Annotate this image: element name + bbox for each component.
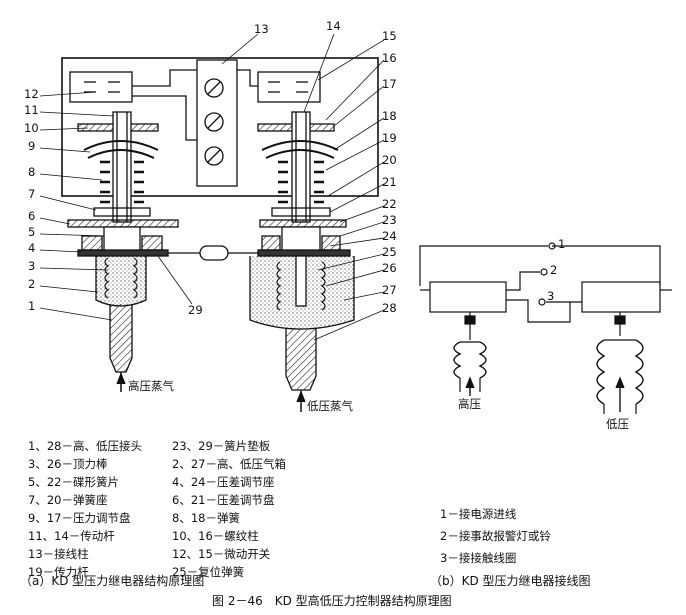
callout-15: 15 <box>382 29 397 43</box>
callout-29: 29 <box>188 303 203 317</box>
callout-18: 18 <box>382 109 397 123</box>
housing-top <box>61 57 379 197</box>
callout-24: 24 <box>382 229 397 243</box>
wiring-diagram <box>419 242 672 414</box>
wiring-switch-right <box>581 281 661 313</box>
legend-a-item: 2、27－高、低压气箱 <box>172 457 286 471</box>
legend-a-item: 11、14－传动杆 <box>28 529 115 543</box>
micro-switch-left <box>69 71 133 103</box>
callout-7: 7 <box>28 187 36 201</box>
callout-1: 1 <box>28 299 36 313</box>
legend-a-item: 5、22－碟形簧片 <box>28 475 119 489</box>
callout-16: 16 <box>382 51 397 65</box>
callout-8: 8 <box>28 165 36 179</box>
callout-12: 12 <box>24 87 39 101</box>
legend-b-item: 3－接接触线圈 <box>440 551 517 565</box>
legend-a-item: 12、15－微动开关 <box>172 547 271 561</box>
legend-a-item: 13－接线柱 <box>28 547 89 561</box>
callout-9: 9 <box>28 139 36 153</box>
legend-a-item: 7、20－弹簧座 <box>28 493 108 507</box>
terminal-block <box>196 59 238 187</box>
callout-5: 5 <box>28 225 36 239</box>
figure-title: 图 2－46 KD 型高低压力控制器结构原理图 <box>212 594 452 608</box>
structure-diagram <box>39 33 385 412</box>
terminal-3-label: 3 <box>547 289 555 303</box>
callout-11: 11 <box>24 103 39 117</box>
callout-19: 19 <box>382 131 397 145</box>
label-low-pressure-steam: 低压蒸气 <box>307 399 353 413</box>
callout-27: 27 <box>382 283 397 297</box>
micro-switch-right <box>257 71 321 103</box>
callout-2: 2 <box>28 277 36 291</box>
callout-13: 13 <box>254 22 269 36</box>
callout-3: 3 <box>28 259 36 273</box>
caption-b: （b）KD 型压力继电器接线图 <box>430 574 591 588</box>
callout-4: 4 <box>28 241 36 255</box>
legend-a-item: 19－传力杆 <box>28 565 89 579</box>
callout-22: 22 <box>382 197 397 211</box>
legend-a-item: 1、28－高、低压接头 <box>28 439 142 453</box>
legend-a-item: 25－复位弹簧 <box>172 565 245 579</box>
legend-a-item: 6、21－压差调节盘 <box>172 493 275 507</box>
callout-28: 28 <box>382 301 397 315</box>
legend-b-item: 2－接事故报警灯或铃 <box>440 529 551 543</box>
legend-a-item: 10、16－螺纹柱 <box>172 529 259 543</box>
callout-17: 17 <box>382 77 397 91</box>
legend-b-item: 1－接电源进线 <box>440 507 517 521</box>
legend-a-item: 9、17－压力调节盘 <box>28 511 131 525</box>
callout-10: 10 <box>24 121 39 135</box>
callout-25: 25 <box>382 245 397 259</box>
callout-20: 20 <box>382 153 397 167</box>
caption-a: （a）KD 型压力继电器结构原理图 <box>20 574 205 588</box>
terminal-1-label: 1 <box>558 237 566 251</box>
legend-a-item: 4、24－压差调节座 <box>172 475 275 489</box>
callout-26: 26 <box>382 261 397 275</box>
callout-21: 21 <box>382 175 397 189</box>
wiring-switch-left <box>429 281 507 313</box>
label-high-pressure-steam: 高压蒸气 <box>128 379 174 393</box>
callout-23: 23 <box>382 213 397 227</box>
label-high-pressure: 高压 <box>458 397 481 411</box>
callout-6: 6 <box>28 209 36 223</box>
legend-a-item: 8、18－弹簧 <box>172 511 240 525</box>
legend-a-item: 3、26－顶力棒 <box>28 457 108 471</box>
legend-a-item: 23、29－簧片垫板 <box>172 439 271 453</box>
terminal-2-label: 2 <box>550 263 558 277</box>
callout-14: 14 <box>326 19 341 33</box>
label-low-pressure: 低压 <box>606 417 629 431</box>
